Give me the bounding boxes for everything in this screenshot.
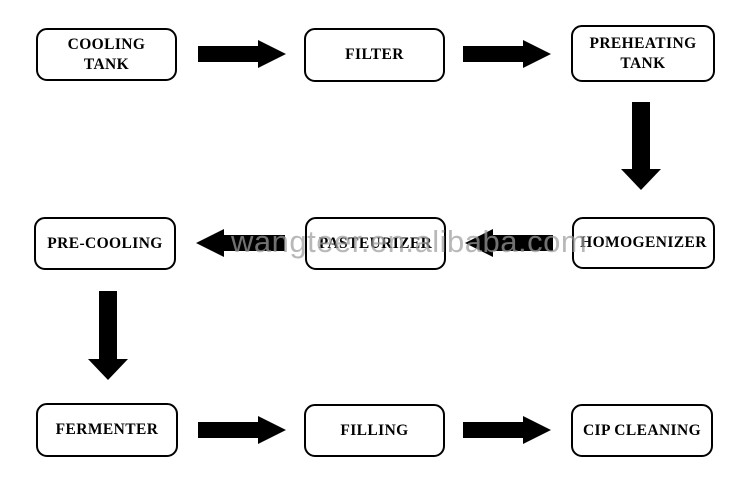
node-filter: FILTER bbox=[304, 28, 445, 82]
arrow-shaft bbox=[222, 235, 285, 251]
arrow-filling-to-cip-cleaning bbox=[463, 416, 551, 444]
node-fermenter-label: FERMENTER bbox=[55, 421, 159, 439]
arrow-head-down-icon bbox=[621, 169, 661, 190]
arrow-homogenizer-to-pasteurizer bbox=[465, 229, 553, 257]
arrow-preheating-tank-to-homogenizer bbox=[621, 102, 661, 190]
node-pre-cooling-label: PRE-COOLING bbox=[47, 234, 163, 252]
arrow-head-down-icon bbox=[88, 359, 128, 380]
arrow-shaft bbox=[463, 422, 525, 438]
node-filter-label: FILTER bbox=[345, 46, 404, 64]
arrow-shaft bbox=[463, 46, 525, 62]
node-filling-label: FILLING bbox=[340, 421, 409, 439]
node-pre-cooling: PRE-COOLING bbox=[34, 217, 176, 270]
node-pasteurizer-label: PASTEURIZER bbox=[318, 234, 433, 252]
arrow-shaft bbox=[632, 102, 650, 171]
arrow-pasteurizer-to-pre-cooling bbox=[196, 229, 285, 257]
arrow-head-right-icon bbox=[258, 416, 286, 444]
arrow-shaft bbox=[198, 422, 260, 438]
arrow-head-right-icon bbox=[523, 416, 551, 444]
node-fermenter: FERMENTER bbox=[36, 403, 178, 457]
arrow-filter-to-preheating-tank bbox=[463, 40, 551, 68]
arrow-head-right-icon bbox=[258, 40, 286, 68]
arrow-shaft bbox=[491, 235, 553, 251]
node-cip-cleaning: CIP CLEANING bbox=[571, 404, 713, 457]
node-homogenizer: HOMOGENIZER bbox=[572, 217, 715, 269]
node-preheating-tank-label: PREHEATING TANK bbox=[589, 35, 697, 72]
node-cooling-tank-label: COOLING TANK bbox=[67, 36, 146, 73]
node-cooling-tank: COOLING TANK bbox=[36, 28, 177, 81]
node-cip-cleaning-label: CIP CLEANING bbox=[582, 421, 702, 439]
arrow-cooling-tank-to-filter bbox=[198, 40, 286, 68]
node-homogenizer-label: HOMOGENIZER bbox=[580, 234, 707, 252]
arrow-head-right-icon bbox=[523, 40, 551, 68]
arrow-head-left-icon bbox=[465, 229, 493, 257]
arrow-head-left-icon bbox=[196, 229, 224, 257]
arrow-fermenter-to-filling bbox=[198, 416, 286, 444]
arrow-pre-cooling-to-fermenter bbox=[88, 291, 128, 380]
node-filling: FILLING bbox=[304, 404, 445, 457]
arrow-shaft bbox=[198, 46, 260, 62]
arrow-shaft bbox=[99, 291, 117, 361]
node-preheating-tank: PREHEATING TANK bbox=[571, 25, 715, 82]
node-pasteurizer: PASTEURIZER bbox=[305, 217, 446, 270]
